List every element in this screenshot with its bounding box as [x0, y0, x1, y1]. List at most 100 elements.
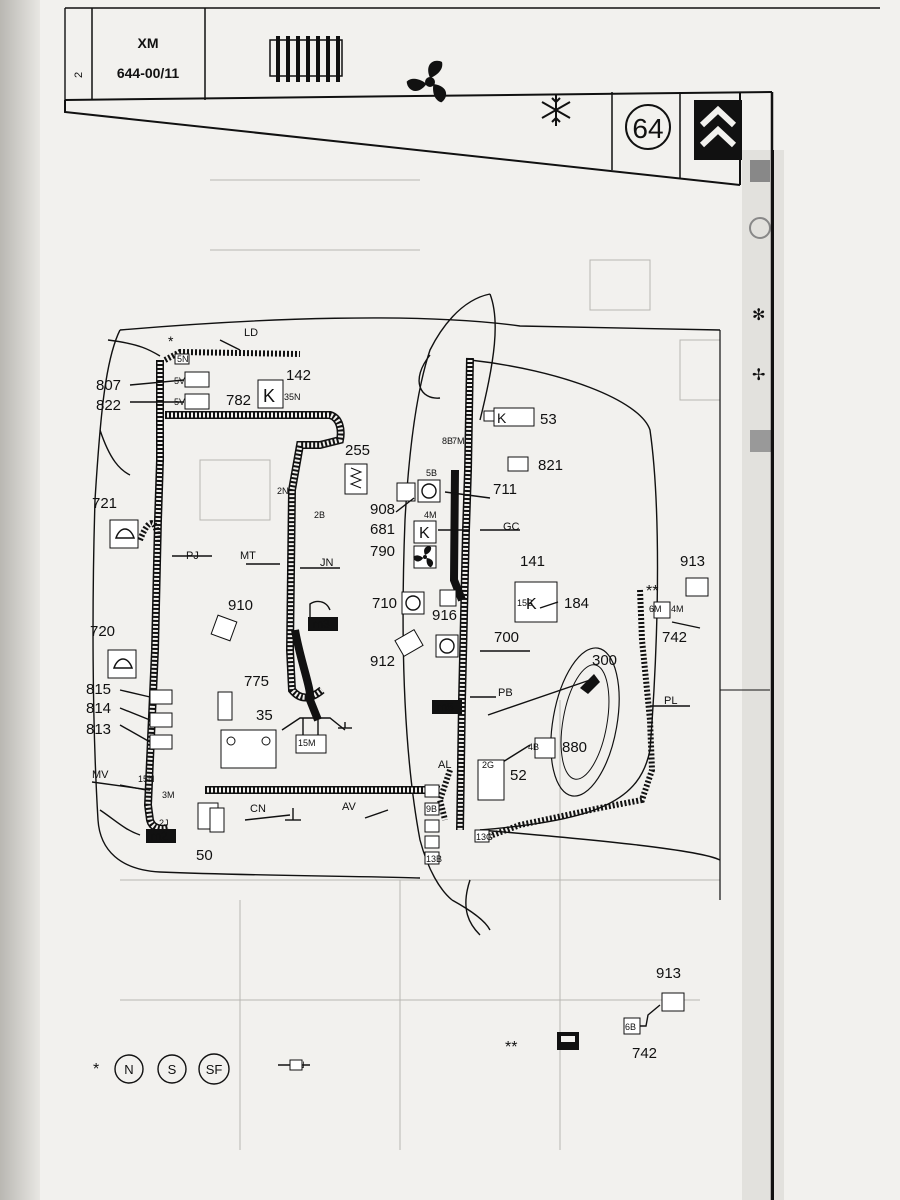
harness-network	[137, 348, 656, 839]
label-916: 916	[432, 607, 457, 624]
document-code: 644-00/11	[117, 65, 179, 81]
label-814: 814	[86, 700, 111, 717]
vehicle-outline	[92, 293, 770, 936]
ground-symbols: m2 m3 m5	[146, 600, 462, 843]
svg-text:13G: 13G	[476, 832, 493, 842]
label-775: 775	[244, 673, 269, 690]
citroen-logo-icon	[694, 100, 742, 160]
legend-double-star: **	[505, 1039, 517, 1056]
svg-text:✻: ✻	[752, 307, 765, 324]
harness-AV: AV	[342, 801, 357, 813]
svg-text:4B: 4B	[528, 742, 539, 752]
svg-text:64: 64	[632, 113, 663, 144]
harness-MT: MT	[240, 550, 256, 562]
label-908: 908	[370, 501, 395, 518]
label-255: 255	[345, 442, 370, 459]
harness-PJ: PJ	[186, 550, 199, 562]
harness-PL: PL	[664, 695, 677, 707]
label-913-top: 913	[680, 553, 705, 570]
label-720: 720	[90, 623, 115, 640]
leader-lines	[91, 339, 701, 821]
label-141: 141	[520, 553, 545, 570]
svg-text:2G: 2G	[482, 760, 494, 770]
svg-text:6B: 6B	[625, 1022, 636, 1032]
harness-PB: PB	[498, 687, 513, 699]
label-880: 880	[562, 739, 587, 756]
legend-star: *	[93, 1061, 99, 1078]
fan-icon	[406, 60, 447, 103]
label-815: 815	[86, 681, 111, 698]
svg-text:35N: 35N	[284, 392, 301, 402]
label-913-bottom: 913	[656, 965, 681, 982]
label-782: 782	[226, 392, 251, 409]
harness-labels: LD PJ MT JN GC PB PL MV CN AV AL	[92, 327, 677, 815]
svg-text:K: K	[497, 410, 507, 426]
legend-option-N-circle	[114, 1054, 144, 1084]
model-code: XM	[138, 35, 159, 51]
label-721: 721	[92, 495, 117, 512]
svg-text:15N: 15N	[138, 774, 155, 784]
label-300: 300	[592, 652, 617, 669]
svg-text:15B: 15B	[517, 598, 533, 608]
label-700: 700	[494, 629, 519, 646]
section-badge: 64	[625, 104, 671, 150]
label-50: 50	[196, 847, 213, 864]
legend-option-N: N	[124, 1062, 133, 1077]
next-page-strip: ✻ ✢	[742, 150, 784, 1200]
svg-text:3M: 3M	[162, 790, 175, 800]
label-742-top: 742	[662, 629, 687, 646]
legend-option-S-circle	[157, 1054, 187, 1084]
svg-text:2J: 2J	[159, 818, 169, 828]
label-711: 711	[493, 481, 517, 498]
svg-text:2B: 2B	[314, 510, 325, 520]
previous-page-edge	[0, 0, 40, 1200]
radiator-icon	[269, 36, 343, 82]
label-52: 52	[510, 767, 527, 784]
svg-text:4M: 4M	[671, 604, 684, 614]
label-710: 710	[372, 595, 397, 612]
legend-option-S: S	[168, 1062, 177, 1077]
svg-text:8B: 8B	[442, 436, 453, 446]
page-number: 2	[73, 72, 85, 78]
legend: * N S SF ** ** *	[93, 333, 658, 1085]
label-53: 53	[540, 411, 557, 428]
label-821: 821	[538, 457, 563, 474]
label-912: 912	[370, 653, 395, 670]
svg-text:13B: 13B	[426, 854, 442, 864]
component-boxes: K K K	[107, 353, 709, 1050]
svg-text:5B: 5B	[426, 468, 437, 478]
label-807: 807	[96, 377, 121, 394]
legend-connector-icon	[289, 1059, 303, 1071]
svg-text:✢: ✢	[752, 367, 765, 384]
svg-text:5N: 5N	[177, 354, 189, 364]
legend-option-SF-circle	[198, 1053, 230, 1085]
connector-tags: 5N 5V 5V 35N 2N 2B 15N 8B 7M 4M 5B 15B 6…	[138, 354, 684, 1070]
label-142: 142	[286, 367, 311, 384]
ground-m5: m5	[437, 700, 454, 714]
label-910: 910	[228, 597, 253, 614]
double-star-marker: **	[646, 583, 658, 600]
svg-text:7M: 7M	[452, 436, 465, 446]
harness-AL: AL	[438, 759, 451, 771]
legend-option-SF: SF	[206, 1062, 223, 1077]
svg-text:K: K	[263, 386, 275, 406]
svg-text:5V: 5V	[174, 397, 185, 407]
component-labels: 807 822 782 142 255 53 821 711 908 681 7…	[86, 367, 705, 1062]
snowflake-icon	[541, 94, 571, 126]
svg-text:K: K	[419, 525, 430, 542]
ground-m3: m3	[313, 617, 330, 631]
svg-text:K: K	[526, 596, 537, 613]
star-marker: *	[168, 333, 174, 349]
label-35: 35	[256, 707, 273, 724]
label-742-bottom: 742	[632, 1045, 657, 1062]
svg-text:6M: 6M	[649, 604, 662, 614]
label-813: 813	[86, 721, 111, 738]
svg-text:5V: 5V	[174, 376, 185, 386]
harness-GC: GC	[503, 521, 520, 533]
svg-text:4M: 4M	[424, 510, 437, 520]
label-790: 790	[370, 543, 395, 560]
svg-text:2N: 2N	[277, 486, 289, 496]
harness-MV: MV	[92, 769, 109, 781]
harness-LD: LD	[244, 327, 258, 339]
